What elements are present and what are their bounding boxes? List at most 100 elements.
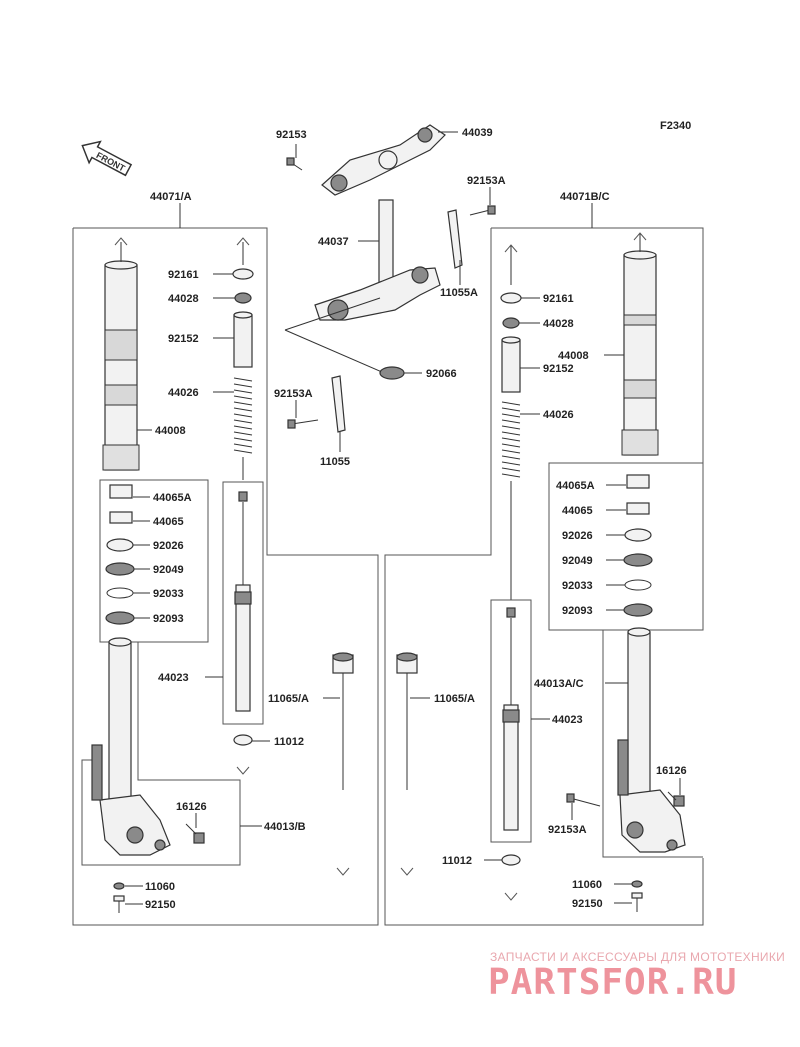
label-44023-left: 44023 — [158, 672, 189, 684]
label-11065A-left: 11065/A — [268, 693, 309, 705]
label-92153A-mid: 92153A — [274, 388, 313, 400]
label-92093-left: 92093 — [153, 613, 184, 625]
label-44028-left: 44028 — [168, 293, 199, 305]
label-92152-left: 92152 — [168, 333, 199, 345]
label-92026-left: 92026 — [153, 540, 184, 552]
bracket-11055A — [447, 209, 463, 269]
watermark-tagline: ЗАПЧАСТИ И АКСЕССУАРЫ ДЛЯ МОТОТЕХНИКИ — [490, 950, 786, 964]
bolt-92153A-top — [469, 205, 496, 216]
spring-44026-left — [233, 375, 253, 480]
bolt-92150-left — [113, 895, 125, 913]
cap-92161-left — [232, 268, 254, 280]
spring-44026-right — [501, 401, 521, 600]
assembly-arrows — [114, 232, 647, 901]
inner-tube-44013B-left — [91, 637, 171, 856]
label-16126-right: 16126 — [656, 765, 687, 777]
bush-44065-right — [626, 502, 650, 515]
seal-kit-box-right — [548, 462, 704, 631]
damper-rod-11065A-left — [332, 652, 354, 790]
spacer-92152-right — [501, 339, 521, 393]
label-44065-left: 44065 — [153, 516, 184, 528]
cartridge-box-left — [222, 481, 264, 725]
label-16126-left: 16126 — [176, 801, 207, 813]
right-outer-tube — [621, 250, 659, 456]
bush-44065-left — [109, 511, 133, 524]
inner-tube-box-right — [602, 630, 703, 858]
label-44039: 44039 — [462, 127, 493, 139]
label-44026-right: 44026 — [543, 409, 574, 421]
dust-seal-92093-right — [623, 603, 653, 617]
bolt-16126-right — [667, 791, 685, 807]
label-44071A: 44071/A — [150, 191, 192, 203]
cartridge-44023-right — [502, 607, 520, 831]
label-92153A-right: 92153A — [548, 824, 587, 836]
bracket-11055 — [331, 375, 346, 433]
label-44008-right: 44008 — [558, 350, 589, 362]
label-44008-left: 44008 — [155, 425, 186, 437]
label-92049-left: 92049 — [153, 564, 184, 576]
label-11065A-right: 11065/A — [434, 693, 475, 705]
label-92150-right: 92150 — [572, 898, 603, 910]
label-44071BC: 44071B/C — [560, 191, 610, 203]
label-92033-left: 92033 — [153, 588, 184, 600]
oil-seal-92049-left — [105, 562, 135, 576]
label-92093-right: 92093 — [562, 605, 593, 617]
label-92033-right: 92033 — [562, 580, 593, 592]
left-fork-frame — [72, 203, 379, 926]
washer-11060-right — [631, 880, 643, 888]
washer-92026-left — [106, 538, 134, 552]
nut-44028-left — [234, 292, 252, 304]
watermark-logo: PARTSFOR.RU — [488, 962, 738, 1003]
label-92153-top: 92153 — [276, 129, 307, 141]
bolt-92153A-right — [566, 793, 601, 807]
label-11055A: 11055A — [440, 287, 478, 299]
label-11012-left: 11012 — [274, 736, 304, 748]
ring-92033-left — [106, 587, 134, 599]
washer-92026-right — [624, 528, 652, 542]
bolt-92150-right — [631, 892, 643, 912]
label-11012-right: 11012 — [442, 855, 472, 867]
bolt-92153A-mid — [287, 419, 319, 429]
label-44023-right: 44023 — [552, 714, 583, 726]
bush-44065A-right — [626, 474, 650, 489]
bolt-16126-left — [185, 823, 205, 844]
inner-tube-44013AC-right — [617, 627, 686, 853]
seal-kit-box-left — [99, 479, 209, 643]
upper-clamp-44039 — [321, 124, 446, 196]
cartridge-44023-left — [234, 491, 252, 712]
dust-seal-92093-left — [105, 611, 135, 625]
damper-rod-11065A-right — [396, 652, 418, 790]
label-92161-left: 92161 — [168, 269, 199, 281]
label-44037: 44037 — [318, 236, 349, 248]
cap-92161-right — [500, 292, 522, 304]
right-fork-frame — [384, 203, 704, 926]
inner-tube-box-left — [81, 642, 241, 866]
label-92150-left: 92150 — [145, 899, 176, 911]
washer-11060-left — [113, 882, 125, 890]
oil-seal-92049-right — [623, 553, 653, 567]
label-44028-right: 44028 — [543, 318, 574, 330]
left-outer-tube — [102, 260, 140, 471]
label-11060-left: 11060 — [145, 881, 175, 893]
label-44013B: 44013/B — [264, 821, 306, 833]
label-44013AC: 44013A/C — [534, 678, 584, 690]
nut-44028-right — [502, 317, 520, 329]
collar-11012-right — [501, 854, 521, 866]
label-11060-right: 11060 — [572, 879, 602, 891]
label-92049-right: 92049 — [562, 555, 593, 567]
label-92161-right: 92161 — [543, 293, 574, 305]
cartridge-box-right — [490, 599, 532, 843]
label-92026-right: 92026 — [562, 530, 593, 542]
label-92066: 92066 — [426, 368, 457, 380]
ring-92033-right — [624, 579, 652, 591]
figure-code: F2340 — [660, 120, 691, 132]
bush-44065A-left — [109, 484, 133, 499]
label-92153A-top: 92153A — [467, 175, 506, 187]
collar-11012-left — [233, 734, 253, 746]
bolt-92153-top — [286, 157, 303, 171]
label-44065-right: 44065 — [562, 505, 593, 517]
label-44065A-right: 44065A — [556, 480, 595, 492]
spacer-92152-left — [233, 314, 253, 368]
front-arrow-icon: FRONT — [81, 140, 133, 177]
